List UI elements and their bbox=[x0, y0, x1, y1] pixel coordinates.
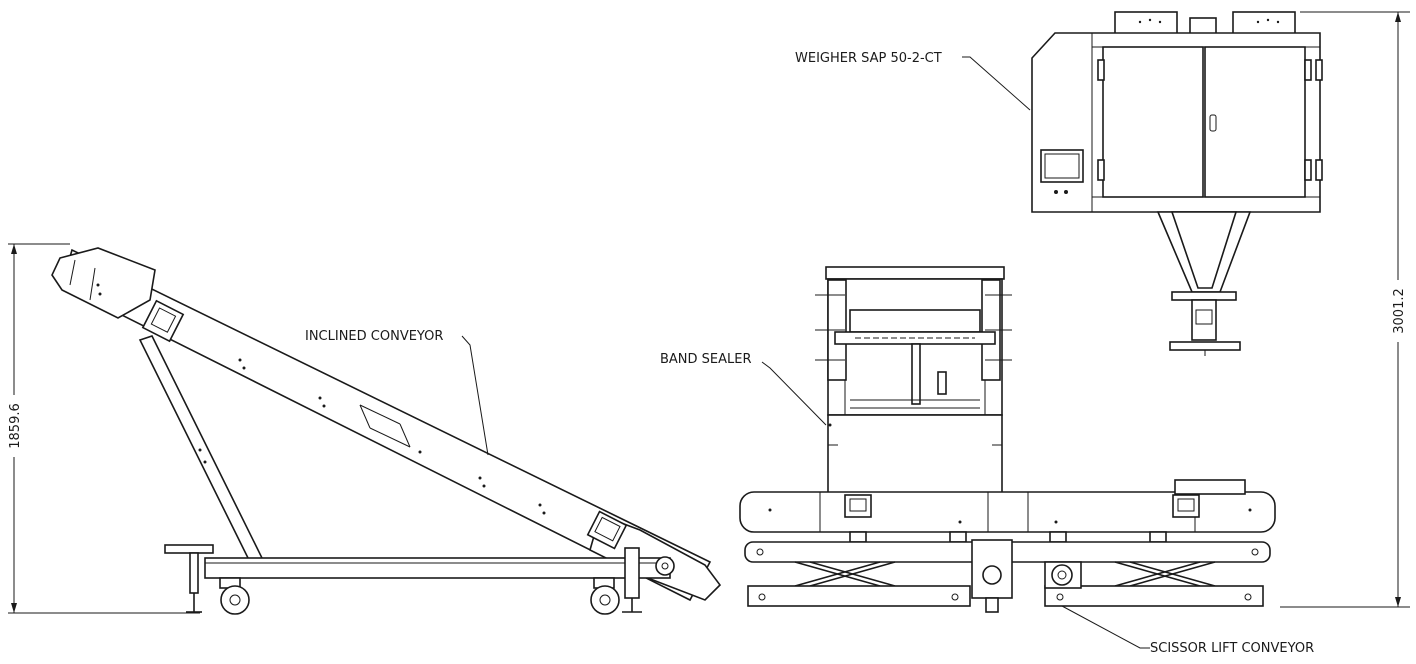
label-weigher: WEIGHER SAP 50-2-CT bbox=[795, 51, 942, 66]
callout-band-sealer: BAND SEALER bbox=[660, 352, 827, 426]
weigher bbox=[1031, 11, 1323, 356]
dimension-right-value: 3001.2 bbox=[1392, 288, 1407, 334]
callout-weigher: WEIGHER SAP 50-2-CT bbox=[795, 51, 1031, 111]
dimension-left: 1859.6 bbox=[6, 243, 200, 614]
scissor-lift-conveyor bbox=[739, 479, 1276, 613]
label-scissor-lift: SCISSOR LIFT CONVEYOR bbox=[1150, 641, 1314, 656]
dimension-left-value: 1859.6 bbox=[8, 403, 23, 449]
band-sealer bbox=[815, 266, 1012, 494]
callout-inclined-conveyor: INCLINED CONVEYOR bbox=[305, 329, 489, 456]
dimension-right: 3001.2 bbox=[1280, 11, 1410, 608]
label-band-sealer: BAND SEALER bbox=[660, 352, 752, 367]
inclined-conveyor bbox=[51, 247, 722, 615]
label-inclined-conveyor: INCLINED CONVEYOR bbox=[305, 329, 443, 344]
callout-scissor-lift: SCISSOR LIFT CONVEYOR bbox=[1061, 605, 1314, 656]
